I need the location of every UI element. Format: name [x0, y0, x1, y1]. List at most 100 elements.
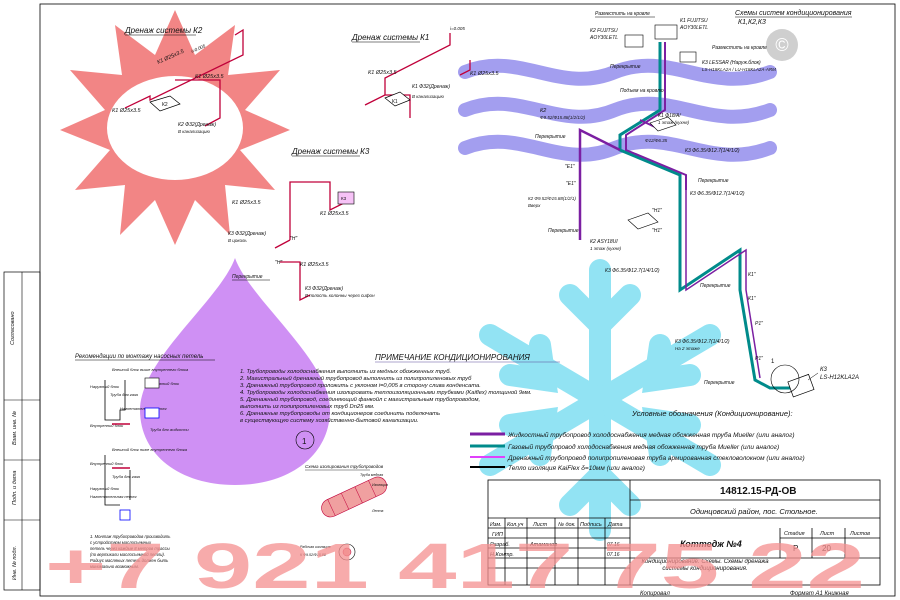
insulation-detail: Схема изолирования трубопроводов Труба м…: [300, 464, 388, 561]
svg-text:Нагнетательная петля: Нагнетательная петля: [90, 494, 137, 499]
floor-note-1: Перекрытие: [610, 64, 641, 70]
notes-block: ПРИМЕЧАНИЕ КОНДИЦИОНИРОВАНИЯ 1. Трубопро…: [239, 353, 560, 424]
k1-indoor-unit: К1 Ф18/А/ 1 этаж (кухня): [649, 113, 690, 132]
k3-main-liquid: [685, 190, 761, 379]
marker-k1-b: К1": [748, 296, 756, 302]
stage-value: Р: [793, 544, 798, 553]
fujitsu-k1-unit: К1 FUJITSU AOY30LETL: [654, 18, 708, 40]
k2-note-1: К2 Ф32(Дренаж): [178, 122, 216, 128]
note-2: 2. Магистральный дренажный трубопровод в…: [239, 375, 472, 382]
recommend-title: Рекомендации по монтажу насосных петель: [75, 354, 203, 360]
side-stamp: Согласовано Взам. инв. № Подп. и дата Ин…: [3, 271, 41, 591]
roof-note-2: Разместить на кровле: [712, 45, 767, 51]
svg-text:Труба для жидкости: Труба для жидкости: [150, 427, 189, 432]
k3-note-4: В полость колонны через сифон: [305, 293, 375, 298]
floor-note-5: Перекрытие: [700, 283, 731, 289]
marker-h1-a: "Н1": [652, 208, 662, 214]
svg-text:петель через каждые 8 метров т: петель через каждые 8 метров трассы: [90, 546, 170, 551]
svg-text:К3: К3: [341, 196, 347, 201]
k2-drain-label: К2 Ф9.52/Ф15.88(1/2/1): [528, 196, 576, 201]
svg-text:Атаманов: Атаманов: [529, 542, 557, 548]
legend-item-liquid: Жидкостный трубопровод холодоснабжения м…: [507, 431, 794, 439]
k2-pipe-label-2: К1 Ø25х3.5: [195, 74, 225, 80]
svg-text:Труба для газа: Труба для газа: [110, 392, 139, 397]
marker-h1-b: "Н1": [652, 228, 662, 234]
format-label: Формат А1 Книжная: [790, 591, 849, 597]
k3-indoor-unit: К3 LS-H12KLA2A: [787, 367, 859, 398]
scheme-subtitle: К1,К2,К3: [738, 19, 766, 26]
project-name: Коттедж №4: [680, 539, 742, 549]
recommend-block: Рекомендации по монтажу насосных петель …: [75, 354, 215, 569]
svg-text:Согласовано: Согласовано: [10, 311, 16, 345]
k1-pipe-label-2: К1 Ø25х3.5: [470, 71, 500, 77]
svg-text:Радиус масляных петель должен: Радиус масляных петель должен быть: [90, 558, 168, 563]
marker-k1-a: К1": [748, 272, 756, 278]
svg-text:Взам. инв. №: Взам. инв. №: [12, 411, 18, 445]
svg-text:1 этаж (кухня): 1 этаж (кухня): [658, 120, 690, 125]
svg-text:К Ф9.52/Ф15.88: К Ф9.52/Ф15.88: [300, 553, 326, 557]
svg-text:с устройством маслосъемных: с устройством маслосъемных: [90, 540, 152, 545]
marker-e1-b: "Е1": [566, 181, 576, 187]
k1-unit-box: К1: [384, 91, 411, 107]
k3-pipe-label-1: К3 Ф6.35/Ф12.7(1/4/1/2): [685, 148, 740, 154]
svg-text:К1 FUJITSU: К1 FUJITSU: [680, 18, 708, 24]
legend-item-drain: Дренажный трубопровод полипропиленовая т…: [507, 454, 805, 462]
note-8: в существующую систему хозяйственно-быто…: [240, 417, 419, 424]
legend-title: Условные обозначения (Кондиционирование)…: [631, 409, 793, 418]
k2-note-2: В канализацию: [178, 129, 210, 134]
k3-pipe-label-1: К1 Ø25х3.5: [232, 200, 262, 206]
notes-title: ПРИМЕЧАНИЕ КОНДИЦИОНИРОВАНИЯ: [375, 353, 530, 362]
svg-text:Внешний блок ниже внутреннего: Внешний блок ниже внутреннего блока: [112, 447, 188, 452]
svg-text:Подпись: Подпись: [580, 522, 602, 528]
rise-note: Подъем на кровлю: [620, 88, 664, 94]
svg-text:Наружный блок: Наружный блок: [150, 381, 180, 386]
svg-text:ГИП: ГИП: [492, 532, 503, 538]
k3-pipe-label-2: К1 Ø25х3.5: [320, 211, 350, 217]
k2-branch: [578, 127, 621, 240]
k3-note-3: К3 Ф32(Дренаж): [305, 286, 343, 292]
k3-pipe-label-3: К3 Ф6.35/Ф12.7(1/4/1/2): [605, 268, 660, 274]
svg-text:К2: К2: [162, 102, 168, 108]
note-1: 1. Трубопроводы холодоснабжения выполнит…: [240, 369, 451, 375]
svg-text:Дата: Дата: [607, 522, 623, 528]
svg-text:1: 1: [302, 437, 307, 446]
k1-drain-diagram: Дренаж системы К1 К1 Ø25х3.5 К1 Ø25х3.5 …: [351, 26, 500, 118]
k3-main: [678, 190, 800, 390]
title-block: [487, 479, 881, 586]
svg-text:LS-H18KLA2A / LU-H18KLA2A-ARM: LS-H18KLA2A / LU-H18KLA2A-ARM: [702, 67, 776, 72]
svg-text:К2 FUJITSU: К2 FUJITSU: [590, 28, 618, 34]
svg-text:минимально возможным.: минимально возможным.: [90, 564, 139, 569]
svg-text:Инв. № подл.: Инв. № подл.: [12, 546, 18, 580]
ac-system-scheme: Схемы систем кондиционирования К1,К2,К3 …: [528, 9, 859, 398]
sheet-title: Кондиционирование. Схемы. Схемы дренажа …: [641, 559, 769, 572]
svg-text:1: 1: [771, 359, 775, 365]
k2-pipe-label-3: К1 Ø25х3.5: [112, 108, 142, 114]
svg-text:Изм.: Изм.: [490, 522, 502, 528]
floor-note-4: Перекрытие: [548, 228, 579, 234]
k3-floor-note: На 2 этаже: [675, 346, 700, 351]
k3-pipe-label-3: К1 Ø25х3.5: [300, 262, 330, 268]
k3-pipe-label-4: К3 Ф6.35/Ф12.7(1/4/1/2): [675, 339, 730, 345]
k3-drain-diagram: Дренаж системы К3 К1 Ø25х3.5 К1 Ø25х3.5 …: [228, 147, 375, 302]
k1-pipe-label-1: К1 Ø25х3.5: [368, 70, 398, 76]
svg-text:Рабочая изоляция: Рабочая изоляция: [300, 545, 331, 549]
note-6: выполнить из полипропиленовых труб Dn25 …: [240, 404, 375, 410]
svg-text:AOY30LETL: AOY30LETL: [589, 35, 618, 41]
k2-label: К2: [540, 108, 546, 114]
svg-text:К1: К1: [392, 99, 398, 105]
svg-text:Лента: Лента: [371, 509, 383, 513]
callout-1-left: 1: [295, 430, 315, 450]
copied-label: Копировал: [640, 591, 670, 597]
insul-title: Схема изолирования трубопроводов: [305, 464, 384, 469]
svg-text:Внешний блок выше внутреннего: Внешний блок выше внутреннего блока: [112, 367, 189, 372]
svg-text:(по вертикали маслосъемной пет: (по вертикали маслосъемной петли).: [90, 552, 165, 557]
svg-text:Подп. и дата: Подп. и дата: [12, 471, 18, 505]
svg-text:1. Монтаж трубопроводов произв: 1. Монтаж трубопроводов производить: [90, 534, 170, 539]
marker-r1-a: Р1": [755, 321, 763, 327]
note-7: 6. Дренажные трубопроводы от кондиционер…: [240, 411, 440, 417]
k-gas-riser: [618, 42, 682, 190]
snowflake-shape: [479, 259, 721, 541]
k3-unit-box: К3: [337, 191, 355, 205]
marker-e1-a: "Е1": [565, 164, 575, 170]
